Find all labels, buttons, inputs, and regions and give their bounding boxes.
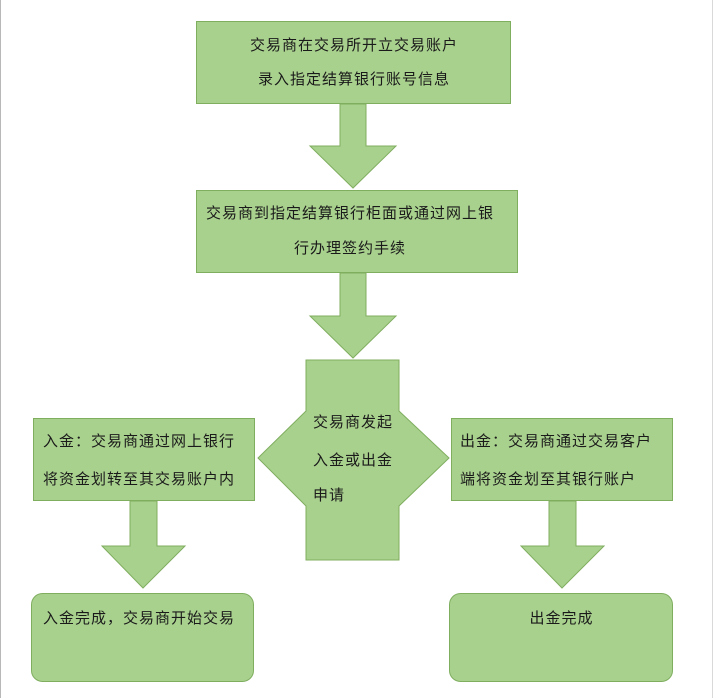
deposit-line1: 入金：交易商通过网上银行	[43, 432, 236, 450]
decision-line3: 申请	[313, 486, 346, 504]
deposit-line2: 将资金划转至其交易账户内	[43, 470, 236, 488]
decision-line2: 入金或出金	[313, 451, 394, 469]
step2-line2: 行办理签约手续	[294, 239, 407, 257]
step-sign-contract-box	[196, 190, 518, 273]
decision-line1: 交易商发起	[313, 413, 394, 431]
withdraw-done-text: 出金完成	[529, 609, 594, 627]
step-open-account-box	[196, 21, 511, 104]
deposit-done-box	[31, 593, 254, 682]
step1-line1: 交易商在交易所开立交易账户	[249, 36, 458, 54]
deposit-step-box	[33, 418, 255, 501]
withdraw-step-box	[451, 418, 673, 501]
decision-request-shape	[257, 359, 450, 561]
arrow-down-withdraw	[519, 500, 606, 589]
deposit-done-text: 入金完成，交易商开始交易	[43, 609, 236, 627]
step1-line2: 录入指定结算银行账号信息	[257, 70, 450, 88]
arrow-down-1	[308, 103, 398, 189]
step2-line1: 交易商到指定结算银行柜面或通过网上银	[206, 204, 495, 222]
withdraw-line2: 端将资金划至其银行账户	[460, 470, 637, 488]
withdraw-line1: 出金：交易商通过交易客户	[460, 432, 653, 450]
withdraw-done-box	[449, 593, 673, 682]
arrow-down-deposit	[100, 500, 187, 589]
arrow-down-2	[308, 272, 398, 359]
page-border-left	[0, 0, 1, 698]
